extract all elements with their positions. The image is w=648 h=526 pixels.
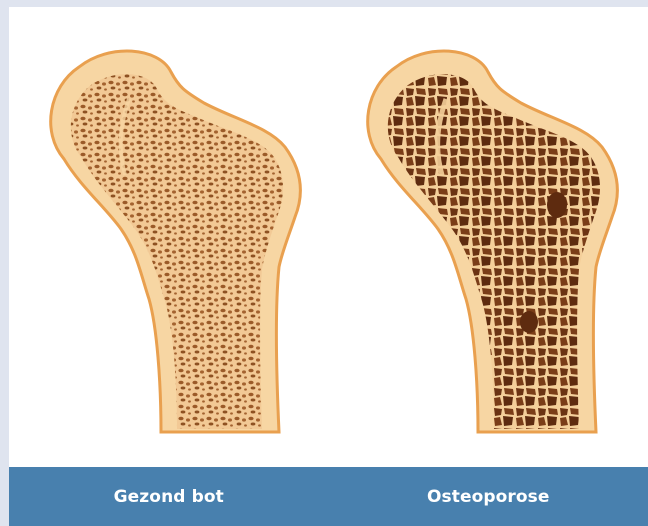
osteoporosis-bone-drawing [368, 51, 618, 432]
caption-osteoporosis: Osteoporose [329, 487, 648, 507]
bone-illustration [9, 7, 648, 467]
healthy-bone-drawing [51, 51, 301, 432]
caption-bar: Gezond bot Osteoporose [9, 467, 648, 526]
figure-panel: Gezond bot Osteoporose [9, 7, 648, 526]
caption-healthy-bone: Gezond bot [9, 487, 329, 507]
